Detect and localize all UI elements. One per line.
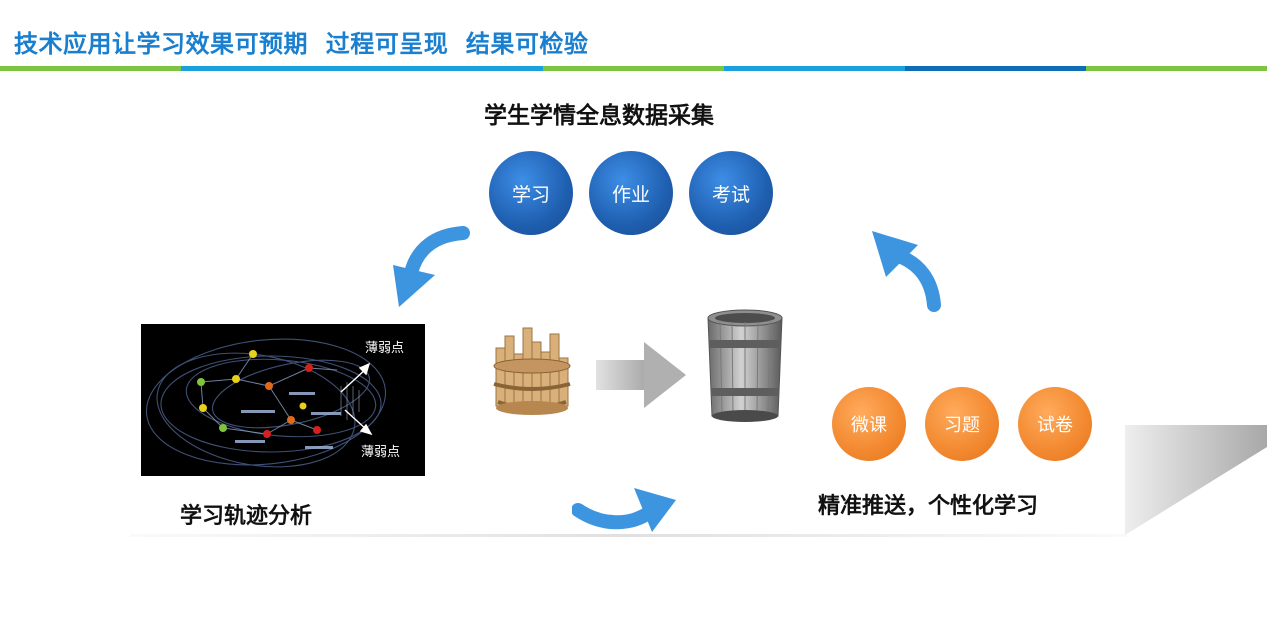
weak-point-label-bottom: 薄弱点 (361, 445, 400, 460)
curved-arrow-left-down-icon (393, 226, 470, 307)
card-bottom-shadow (130, 534, 1126, 537)
bubble-test-paper: 试卷 (1018, 387, 1092, 461)
bubble-homework: 作业 (589, 151, 673, 235)
bubble-exam: 考试 (689, 151, 773, 235)
curved-arrow-up-icon (872, 231, 941, 312)
title-rule (0, 66, 1267, 71)
transform-arrow-icon (596, 342, 686, 408)
rule-segment (1086, 66, 1267, 71)
short-plank-bucket-icon (493, 327, 571, 415)
trajectory-network-icon: 薄弱点 薄弱点 (145, 338, 404, 468)
push-heading: 精准推送，个性化学习 (818, 494, 1039, 519)
rule-segment (724, 66, 905, 71)
rule-segment (181, 66, 362, 71)
curved-arrow-right-icon (572, 488, 676, 532)
rule-segment (543, 66, 724, 71)
page-title: 技术应用让学习效果可预期 过程可呈现 结果可检验 (14, 30, 589, 58)
rule-segment (0, 66, 181, 71)
bubble-micro-lesson: 微课 (832, 387, 906, 461)
rule-segment (362, 66, 543, 71)
weak-point-label-top: 薄弱点 (365, 341, 404, 356)
decorative-shadow-wedge (1125, 425, 1267, 535)
trajectory-graph: 薄弱点 薄弱点 (141, 324, 425, 476)
full-barrel-icon (707, 309, 783, 422)
track-heading: 学习轨迹分析 (180, 504, 313, 529)
bubble-study: 学习 (489, 151, 573, 235)
rule-segment (905, 66, 1086, 71)
bubble-exercises: 习题 (925, 387, 999, 461)
collect-heading: 学生学情全息数据采集 (484, 103, 714, 129)
